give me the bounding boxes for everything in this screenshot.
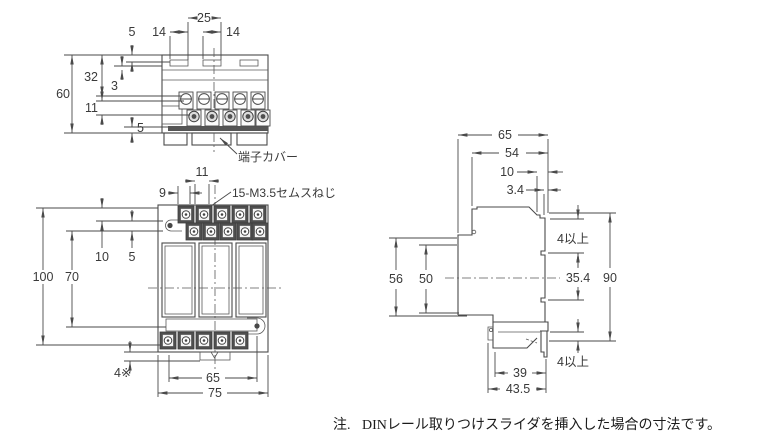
dim-side-39: 39 bbox=[513, 366, 527, 380]
dim-top-25: 25 bbox=[197, 11, 211, 25]
dim-side-clearance-top: 4以上 bbox=[557, 232, 589, 246]
side-view: 65 54 10 3.4 4以上 56 50 35.4 90 4以上 39 43… bbox=[389, 128, 617, 396]
footnote-prefix: 注. bbox=[333, 417, 351, 433]
dim-front-5: 5 bbox=[129, 250, 136, 264]
dim-side-54: 54 bbox=[505, 146, 519, 160]
dim-top-11: 11 bbox=[85, 101, 98, 115]
dim-top-14-right: 14 bbox=[226, 25, 240, 39]
front-view: 11 9 15-M3.5セムスねじ 100 70 10 5 4※ 65 75 bbox=[30, 165, 336, 400]
top-view: 25 14 14 5 32 3 60 11 5 端子カバー bbox=[56, 11, 298, 164]
side-view-dimension-lines bbox=[389, 133, 616, 393]
dim-front-70: 70 bbox=[65, 270, 79, 284]
footnote-body: DINレール取りつけスライダを挿入した場合の寸法です。 bbox=[362, 417, 721, 433]
dim-side-10: 10 bbox=[500, 165, 514, 179]
dim-side-clearance-bottom: 4以上 bbox=[557, 355, 589, 369]
top-view-outline bbox=[161, 48, 269, 152]
front-view-terminals-row2 bbox=[185, 222, 269, 241]
dim-side-56: 56 bbox=[389, 272, 403, 286]
dim-side-50: 50 bbox=[419, 272, 433, 286]
dim-front-11: 11 bbox=[196, 165, 209, 179]
dim-front-75: 75 bbox=[208, 386, 222, 400]
front-view-terminals-row1 bbox=[177, 205, 267, 224]
dim-top-60: 60 bbox=[56, 87, 70, 101]
dim-top-5-lower: 5 bbox=[137, 121, 144, 135]
dim-front-9: 9 bbox=[159, 186, 166, 200]
front-view-terminals-bottom bbox=[159, 331, 249, 350]
dim-front-100: 100 bbox=[33, 270, 54, 284]
mounting-hole-top bbox=[167, 222, 173, 229]
dim-top-5-upper: 5 bbox=[129, 25, 136, 39]
dim-top-14-left: 14 bbox=[152, 25, 166, 39]
footnote: 注. DINレール取りつけスライダを挿入した場合の寸法です。 bbox=[333, 417, 721, 433]
terminal-cover-label: 端子カバー bbox=[238, 150, 298, 164]
dim-front-65: 65 bbox=[206, 371, 220, 385]
front-view-dimension-lines bbox=[36, 179, 269, 397]
top-view-dimension-lines bbox=[64, 16, 238, 155]
dim-side-65: 65 bbox=[498, 128, 512, 142]
dim-side-3-4: 3.4 bbox=[507, 183, 524, 197]
dim-side-43-5: 43.5 bbox=[506, 382, 530, 396]
top-view-terminal-screws-row2 bbox=[186, 109, 271, 127]
side-view-outline bbox=[445, 206, 560, 358]
screw-spec-label: 15-M3.5セムスねじ bbox=[232, 186, 336, 200]
dim-front-4-note: 4※ bbox=[114, 366, 131, 380]
dim-side-35-4: 35.4 bbox=[566, 271, 590, 285]
mounting-hole-bottom bbox=[254, 323, 260, 329]
dim-top-3: 3 bbox=[111, 79, 118, 93]
dim-top-32: 32 bbox=[84, 70, 98, 84]
dim-side-90: 90 bbox=[603, 271, 617, 285]
dim-front-10: 10 bbox=[95, 250, 109, 264]
top-view-terminal-screws-row1 bbox=[178, 91, 266, 110]
